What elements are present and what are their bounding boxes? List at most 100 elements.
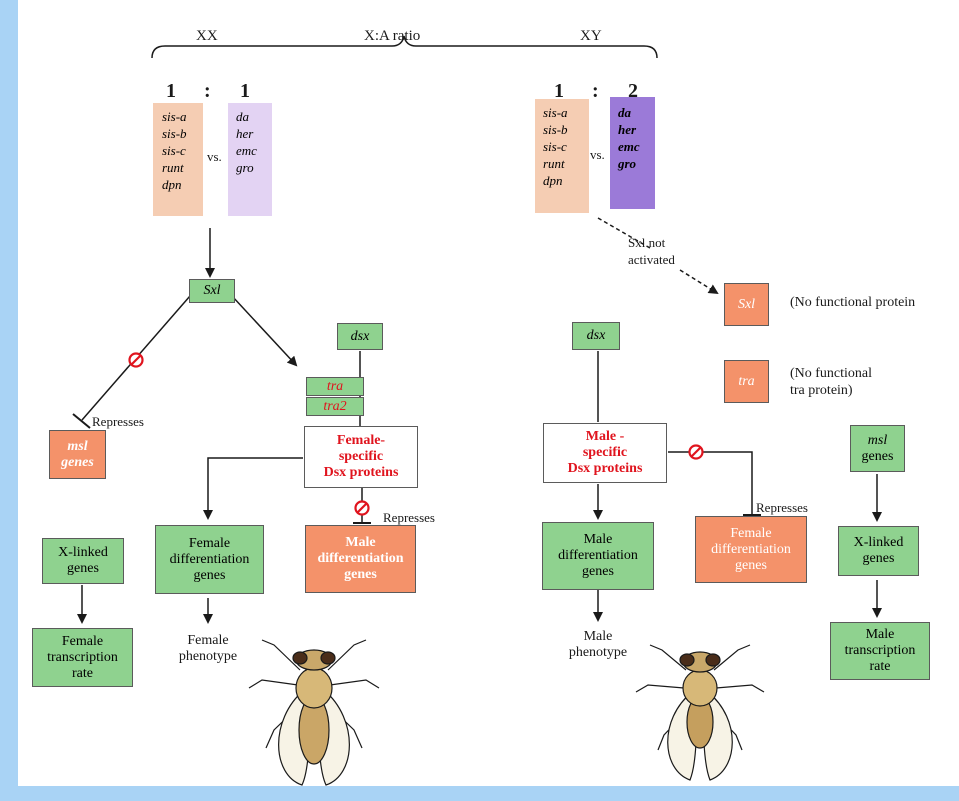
- gene-label: sis-b: [543, 122, 568, 137]
- gene-label: her: [618, 122, 637, 137]
- female-ratio-colon: :: [204, 80, 211, 102]
- no-functional-tra-note: (No functional tra protein): [790, 365, 872, 399]
- fly-female-illustration: [248, 639, 380, 786]
- box-line: Female: [188, 535, 231, 551]
- box-line: msl: [67, 438, 88, 454]
- box-line: genes: [735, 557, 767, 573]
- male-vs: vs.: [590, 147, 605, 162]
- female-ratio-left: 1: [166, 80, 176, 102]
- male-diff-genes-box: Male differentiation genes: [542, 522, 654, 590]
- male-numerator-column: [535, 99, 589, 213]
- msl-genes-box-female: msl genes: [49, 430, 106, 479]
- gene-label: dpn: [543, 173, 563, 188]
- label-line: Sxl not: [628, 235, 666, 250]
- dashed-sxl-not-activated: [597, 217, 651, 249]
- gene-label: emc: [618, 139, 640, 154]
- male-numerator-genes: sis-a sis-b sis-c runt dpn: [543, 104, 568, 189]
- female-denominator-genes: da her emc gro: [236, 108, 257, 176]
- box-line: genes: [67, 561, 99, 576]
- box-line: transcription: [47, 649, 118, 665]
- male-denominator-column: [610, 97, 655, 209]
- male-xlinked-box: X-linked genes: [838, 526, 919, 576]
- no-sign-icon: [354, 500, 370, 516]
- box-line: differentiation: [711, 541, 791, 557]
- tra-box: tra: [306, 377, 364, 396]
- box-line: Dsx proteins: [323, 465, 399, 480]
- box-line: X-linked: [58, 545, 108, 560]
- sxl-not-activated-note: Sxl not activated: [628, 234, 675, 268]
- label-line: Female: [187, 633, 229, 648]
- female-phenotype-label: Female phenotype: [168, 633, 248, 665]
- male-tra-box: tra: [724, 360, 769, 403]
- box-line: Dsx proteins: [567, 461, 643, 476]
- box-line: Female: [61, 633, 104, 649]
- label-line: phenotype: [568, 645, 628, 660]
- header-ratio: X:A ratio: [364, 28, 421, 44]
- female-diff-genes-box: Female differentiation genes: [155, 525, 264, 594]
- box-line: genes: [862, 551, 895, 566]
- no-sign-icon: [128, 352, 144, 368]
- box-line: genes: [61, 454, 94, 470]
- gene-label: gro: [618, 156, 637, 171]
- label-line: activated: [628, 252, 675, 267]
- box-line: X-linked: [853, 535, 904, 550]
- gene-label: sis-a: [162, 109, 187, 124]
- male-ratio-left: 1: [554, 80, 564, 102]
- arrow-proteins-to-female-diff: [203, 457, 303, 520]
- male-sxl-box: Sxl: [724, 283, 769, 326]
- female-denominator-column: [228, 103, 272, 216]
- box-line: msl: [867, 432, 888, 448]
- female-side-male-diff-box: Male differentiation genes: [305, 525, 416, 593]
- gene-label: da: [618, 105, 631, 120]
- box-line: Male: [865, 627, 895, 642]
- gene-label: sis-b: [162, 126, 187, 141]
- gene-label: runt: [543, 156, 565, 171]
- male-ratio-right: 2: [628, 80, 638, 102]
- box-line: specific: [338, 449, 384, 464]
- header-bracket: [151, 35, 658, 59]
- label-line: (No functional: [790, 366, 873, 381]
- box-line: genes: [344, 567, 377, 582]
- box-line: Male: [583, 532, 613, 547]
- female-ratio-right: 1: [240, 80, 250, 102]
- tra2-box: tra2: [306, 397, 364, 416]
- gene-label: gro: [236, 160, 254, 175]
- gene-label: dpn: [162, 177, 182, 192]
- header-xx: XX: [196, 28, 218, 44]
- box-line: transcription: [844, 643, 916, 658]
- male-side-female-diff-box: Female differentiation genes: [695, 516, 807, 583]
- label-line: phenotype: [178, 649, 238, 664]
- female-numerator-genes: sis-a sis-b sis-c runt dpn: [162, 108, 187, 193]
- box-line: differentiation: [558, 548, 638, 563]
- no-functional-sxl-note: (No functional protein: [790, 295, 916, 310]
- male-ratio-colon: :: [592, 80, 599, 102]
- female-vs: vs.: [207, 149, 222, 164]
- female-transcription-box: Female transcription rate: [32, 628, 133, 687]
- male-transcription-box: Male transcription rate: [830, 622, 930, 680]
- female-numerator-column: [153, 103, 203, 216]
- male-dsx-box: dsx: [572, 322, 620, 350]
- gene-label: sis-c: [543, 139, 567, 154]
- box-line: differentiation: [317, 551, 404, 566]
- line-male-proteins-to-female-diff: [668, 451, 753, 514]
- arrow-sxl-to-tra: [231, 295, 298, 367]
- gene-label: da: [236, 109, 249, 124]
- male-denominator-genes: da her emc gro: [618, 104, 640, 172]
- represses-label-msl: Represses: [92, 414, 144, 429]
- male-phenotype-label: Male phenotype: [560, 629, 636, 661]
- box-line: Female: [730, 525, 772, 541]
- box-line: differentiation: [169, 551, 250, 567]
- gene-label: emc: [236, 143, 257, 158]
- gene-label: runt: [162, 160, 184, 175]
- dashed-arrow-to-sxl: [679, 269, 719, 295]
- female-dsx-box: dsx: [337, 323, 383, 350]
- represses-label-male-diff: Represses: [383, 510, 435, 525]
- no-sign-icon: [688, 444, 704, 460]
- box-line: Female-: [336, 433, 386, 448]
- box-line: genes: [582, 564, 614, 579]
- male-msl-genes-box: msl genes: [850, 425, 905, 472]
- box-line: rate: [72, 665, 93, 681]
- box-line: specific: [582, 445, 628, 460]
